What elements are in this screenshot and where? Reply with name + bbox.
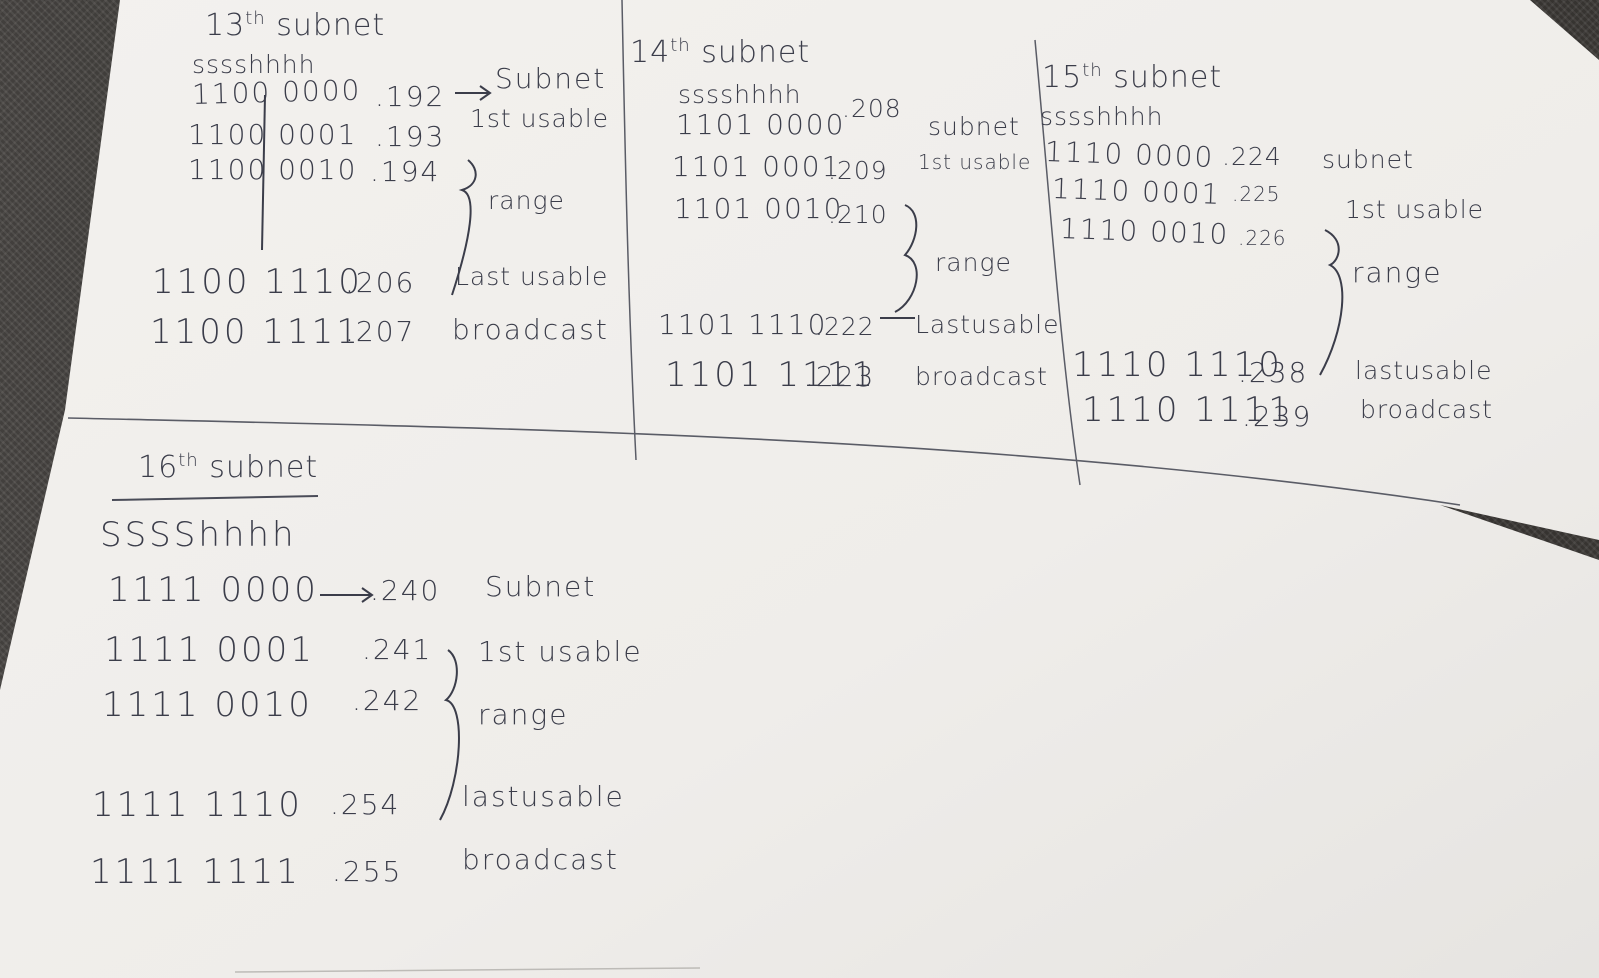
s15-range-brace	[1319, 229, 1344, 376]
s16-row2-label: 1st usable	[478, 635, 643, 668]
s14-row3-binary: 1101 0010	[674, 192, 844, 225]
s16-arrow	[320, 587, 374, 603]
s13-row3-decimal: .194	[370, 155, 441, 188]
s14-row4-decimal: .222	[815, 312, 875, 341]
s16-row5-binary: 1111 1111	[90, 852, 301, 892]
s15-row5-label: broadcast	[1360, 395, 1493, 424]
s13-row5-label: broadcast	[452, 313, 609, 346]
s14-row5-decimal: .223	[805, 360, 876, 393]
s13-row1-decimal: .192	[375, 80, 446, 113]
s13-vertical-bar	[261, 94, 266, 251]
vertical-divider-1	[621, 0, 637, 461]
s16-pattern: SSSShhhh	[100, 515, 297, 555]
s16-row4-label: lastusable	[462, 780, 625, 813]
horizontal-divider	[67, 417, 1461, 506]
s15-title: 15th subnet	[1042, 60, 1223, 95]
s13-title: 13th subnet	[205, 8, 386, 43]
s15-row5-decimal: .239	[1242, 400, 1313, 433]
s16-row5-decimal: .255	[332, 855, 403, 888]
s13-arrow	[455, 85, 492, 101]
s14-row4-binary: 1101 1110	[658, 308, 828, 341]
s14-row3-decimal: .210	[828, 200, 888, 229]
s14-range-brace	[894, 204, 918, 313]
s13-row5-binary: 1100 1111	[150, 312, 361, 352]
s14-row2-decimal: .209	[828, 156, 888, 185]
s14-row1-label: subnet	[928, 112, 1020, 141]
s14-range-label: range	[935, 248, 1012, 277]
s16-row1-binary: 1111 0000	[108, 570, 319, 610]
subnet16-underline	[111, 495, 319, 501]
s13-row2-binary: 1100 0001	[188, 118, 358, 151]
s16-row1-decimal: .240	[370, 574, 441, 607]
s16-row2-decimal: .241	[362, 633, 433, 666]
s13-row4-label: Last usable	[455, 262, 609, 291]
bottom-edge-line	[234, 967, 701, 973]
s13-row1-label: Subnet	[495, 62, 607, 95]
s13-row4-binary: 1100 1110	[152, 262, 363, 302]
s15-row2-decimal: .225	[1232, 182, 1281, 206]
s13-row4-decimal: .206	[345, 266, 416, 299]
s15-range-label: range	[1352, 256, 1443, 289]
s15-row4-decimal: .238	[1238, 356, 1309, 389]
s13-range-brace	[451, 159, 477, 296]
vertical-divider-2	[1034, 39, 1081, 486]
s15-row3-binary: 1110 0010	[1059, 212, 1230, 251]
s14-row1-binary: 1101 0000	[676, 108, 846, 141]
s15-row1-binary: 1110 0000	[1044, 135, 1215, 174]
s16-range-label: range	[478, 698, 569, 731]
s16-row1-label: Subnet	[485, 570, 597, 603]
s14-title: 14th subnet	[630, 35, 811, 70]
s16-row3-decimal: .242	[352, 684, 423, 717]
s13-row2-decimal: .193	[375, 120, 446, 153]
s13-pattern: sssshhhh	[192, 50, 316, 79]
s13-row3-binary: 1100 0010	[188, 153, 358, 186]
s15-pattern: sssshhhh	[1040, 102, 1164, 131]
s14-row2-label: 1st usable	[918, 150, 1032, 174]
s15-row2-binary: 1110 0001	[1051, 172, 1222, 211]
s15-row4-binary: 1110 1110	[1072, 345, 1283, 385]
s15-row1-decimal: .224	[1222, 142, 1282, 171]
s16-row4-decimal: .254	[330, 788, 401, 821]
s13-range-label: range	[488, 186, 565, 215]
s15-row4-label: lastusable	[1355, 356, 1493, 385]
s14-row5-binary: 1101 1111	[665, 355, 876, 395]
s15-row2-label: 1st usable	[1345, 195, 1485, 224]
s13-row2-label: 1st usable	[470, 104, 610, 133]
s13-row5-decimal: .207	[345, 315, 416, 348]
s15-row3-decimal: .226	[1238, 226, 1287, 250]
s14-row2-binary: 1101 0001	[672, 150, 842, 183]
s16-title: 16th subnet	[138, 450, 319, 485]
s16-row2-binary: 1111 0001	[104, 630, 315, 670]
s16-row3-binary: 1111 0010	[102, 685, 313, 725]
s14-pattern: sssshhhh	[678, 80, 802, 109]
s16-range-brace	[439, 649, 460, 821]
s14-row1-decimal: .208	[842, 94, 902, 123]
s15-row5-binary: 1110 1111	[1082, 390, 1293, 430]
s14-row5-label: broadcast	[915, 362, 1048, 391]
s16-row5-label: broadcast	[462, 843, 619, 876]
s16-row4-binary: 1111 1110	[92, 785, 303, 825]
s13-row1-binary: 1100 0000	[191, 73, 362, 111]
s14-row4-label: Lastusable	[915, 310, 1060, 339]
s15-row1-label: subnet	[1322, 145, 1414, 174]
